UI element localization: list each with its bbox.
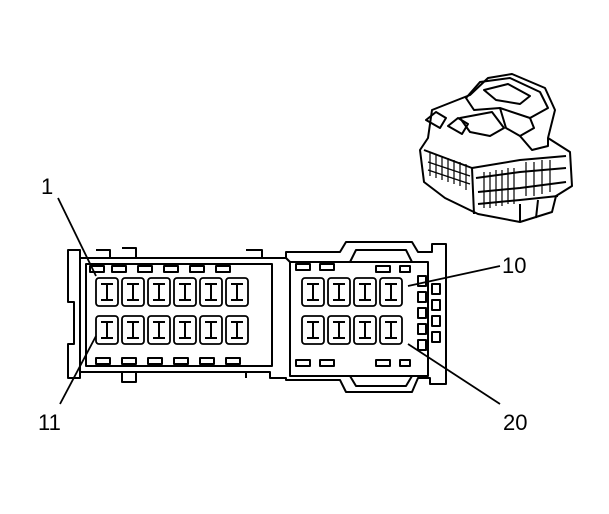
pin-cavity-16 (225, 315, 249, 345)
pin-cavity-2 (121, 277, 145, 307)
pin-10-label: 10 (502, 253, 527, 278)
pin-cavity-18 (327, 315, 351, 345)
pin-cavity-12 (121, 315, 145, 345)
pin-cavity-10 (379, 277, 403, 307)
pin-cavity-1 (95, 277, 119, 307)
leader-pin-10 (407, 265, 501, 287)
pin-cavity-19 (353, 315, 377, 345)
bottom-slot-strip (95, 357, 411, 367)
pin-cavity-13 (147, 315, 171, 345)
pin-cavity-14 (173, 315, 197, 345)
connector-face-view (67, 241, 447, 393)
pin-cavity-15 (199, 315, 223, 345)
leader-lines (57, 197, 501, 405)
connector-3d-view (419, 73, 573, 223)
pin-1-label: 1 (41, 174, 54, 199)
pin-cavity-9 (353, 277, 377, 307)
pin-cavity-3 (147, 277, 171, 307)
pin-cavity-5 (199, 277, 223, 307)
pin-cavity-17 (301, 315, 325, 345)
leader-pin-1 (57, 197, 97, 277)
pin-cavity-6 (225, 277, 249, 307)
pin-cavity-20 (379, 315, 403, 345)
pin-cavity-8 (327, 277, 351, 307)
pin-cavity-11 (95, 315, 119, 345)
pin-cavity-4 (173, 277, 197, 307)
pin-20-label: 20 (503, 410, 528, 435)
pin-cavities (95, 277, 403, 345)
pin-cavity-7 (301, 277, 325, 307)
pin-11-label: 11 (38, 410, 61, 435)
leader-pin-11 (59, 335, 97, 405)
side-slots (417, 275, 441, 351)
top-slot-strip (89, 263, 411, 273)
leader-pin-20 (407, 343, 501, 405)
